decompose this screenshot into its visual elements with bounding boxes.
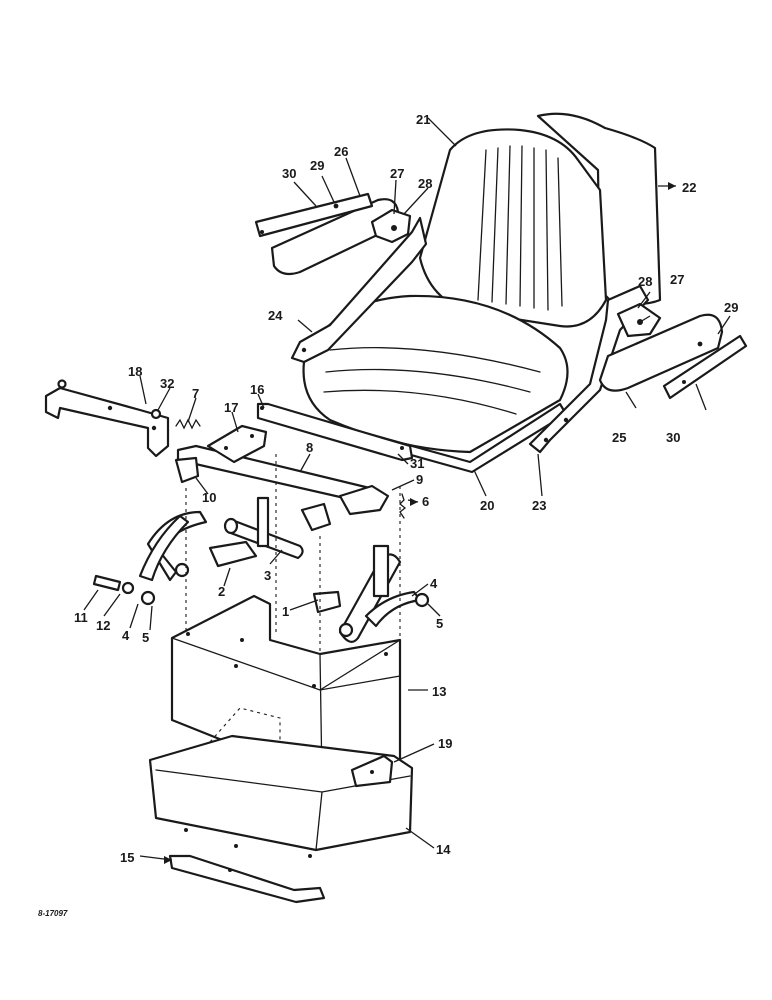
callout-28b: 28	[638, 274, 652, 289]
bolt-32	[150, 408, 162, 420]
callout-12: 12	[96, 618, 110, 633]
callout-25: 25	[612, 430, 626, 445]
figure-id: 8-17097	[38, 909, 68, 918]
left-link-arm	[138, 510, 208, 606]
callout-20: 20	[480, 498, 494, 513]
seat-frame-right	[528, 284, 650, 454]
bushing-12	[121, 581, 135, 595]
callout-2: 2	[218, 584, 225, 599]
callout-13: 13	[432, 684, 446, 699]
callout-30a: 30	[282, 166, 296, 181]
callout-8: 10	[202, 490, 216, 505]
left-pin-11	[92, 574, 122, 592]
callout-21: 21	[416, 112, 430, 127]
callout-27b: 27	[670, 272, 684, 287]
callout-4b: 4	[430, 576, 438, 591]
pivot-1	[312, 590, 342, 614]
callout-15: 15	[120, 850, 134, 865]
callout-6: 8	[306, 440, 313, 455]
callout-16: 16	[250, 382, 264, 397]
seat-cushion	[302, 294, 569, 454]
arm-2	[208, 540, 258, 568]
callout-23: 23	[532, 498, 546, 513]
callout-5a: 5	[142, 630, 149, 645]
seat-frame-left	[290, 216, 428, 364]
bracket-19	[350, 754, 394, 788]
alignment-lines	[185, 454, 401, 664]
callout-3: 3	[264, 568, 271, 583]
callout-28a: 28	[418, 176, 432, 191]
seat-latch-left	[174, 456, 200, 484]
callout-11: 11	[74, 610, 88, 625]
frame-post	[256, 496, 390, 598]
callout-17: 17	[224, 400, 238, 415]
callout-29b: 29	[724, 300, 738, 315]
callout-29a: 29	[310, 158, 324, 173]
callout-4a: 4	[122, 628, 130, 643]
bracket-18	[44, 386, 170, 458]
callout-24: 24	[268, 308, 283, 323]
callout-27a: 27	[390, 166, 404, 181]
right-armrest	[598, 302, 748, 400]
callout-22: 22	[682, 180, 696, 195]
callout-1: 1	[282, 604, 289, 619]
leader-lines	[83, 117, 731, 861]
left-armrest	[254, 192, 412, 276]
callout-18: 18	[128, 364, 142, 379]
callout-26: 26	[334, 144, 348, 159]
callout-32: 32	[160, 376, 174, 391]
bottom-bracket-15	[168, 854, 326, 904]
spring-7	[399, 493, 407, 519]
callout-31: 31	[410, 456, 424, 471]
callout-5b: 5	[436, 616, 443, 631]
callout-30b: 30	[666, 430, 680, 445]
callout-9: 7	[192, 386, 199, 401]
callout-19: 19	[438, 736, 452, 751]
lower-box-14	[148, 734, 414, 858]
callout-7: 6	[422, 494, 429, 509]
seat-latch-right	[300, 484, 390, 532]
callout-labels: 21 22 26 29 30 27 28 24 28 27 29 25 30 2…	[38, 112, 738, 918]
callout-10: 9	[416, 472, 423, 487]
callout-14: 14	[436, 842, 451, 857]
